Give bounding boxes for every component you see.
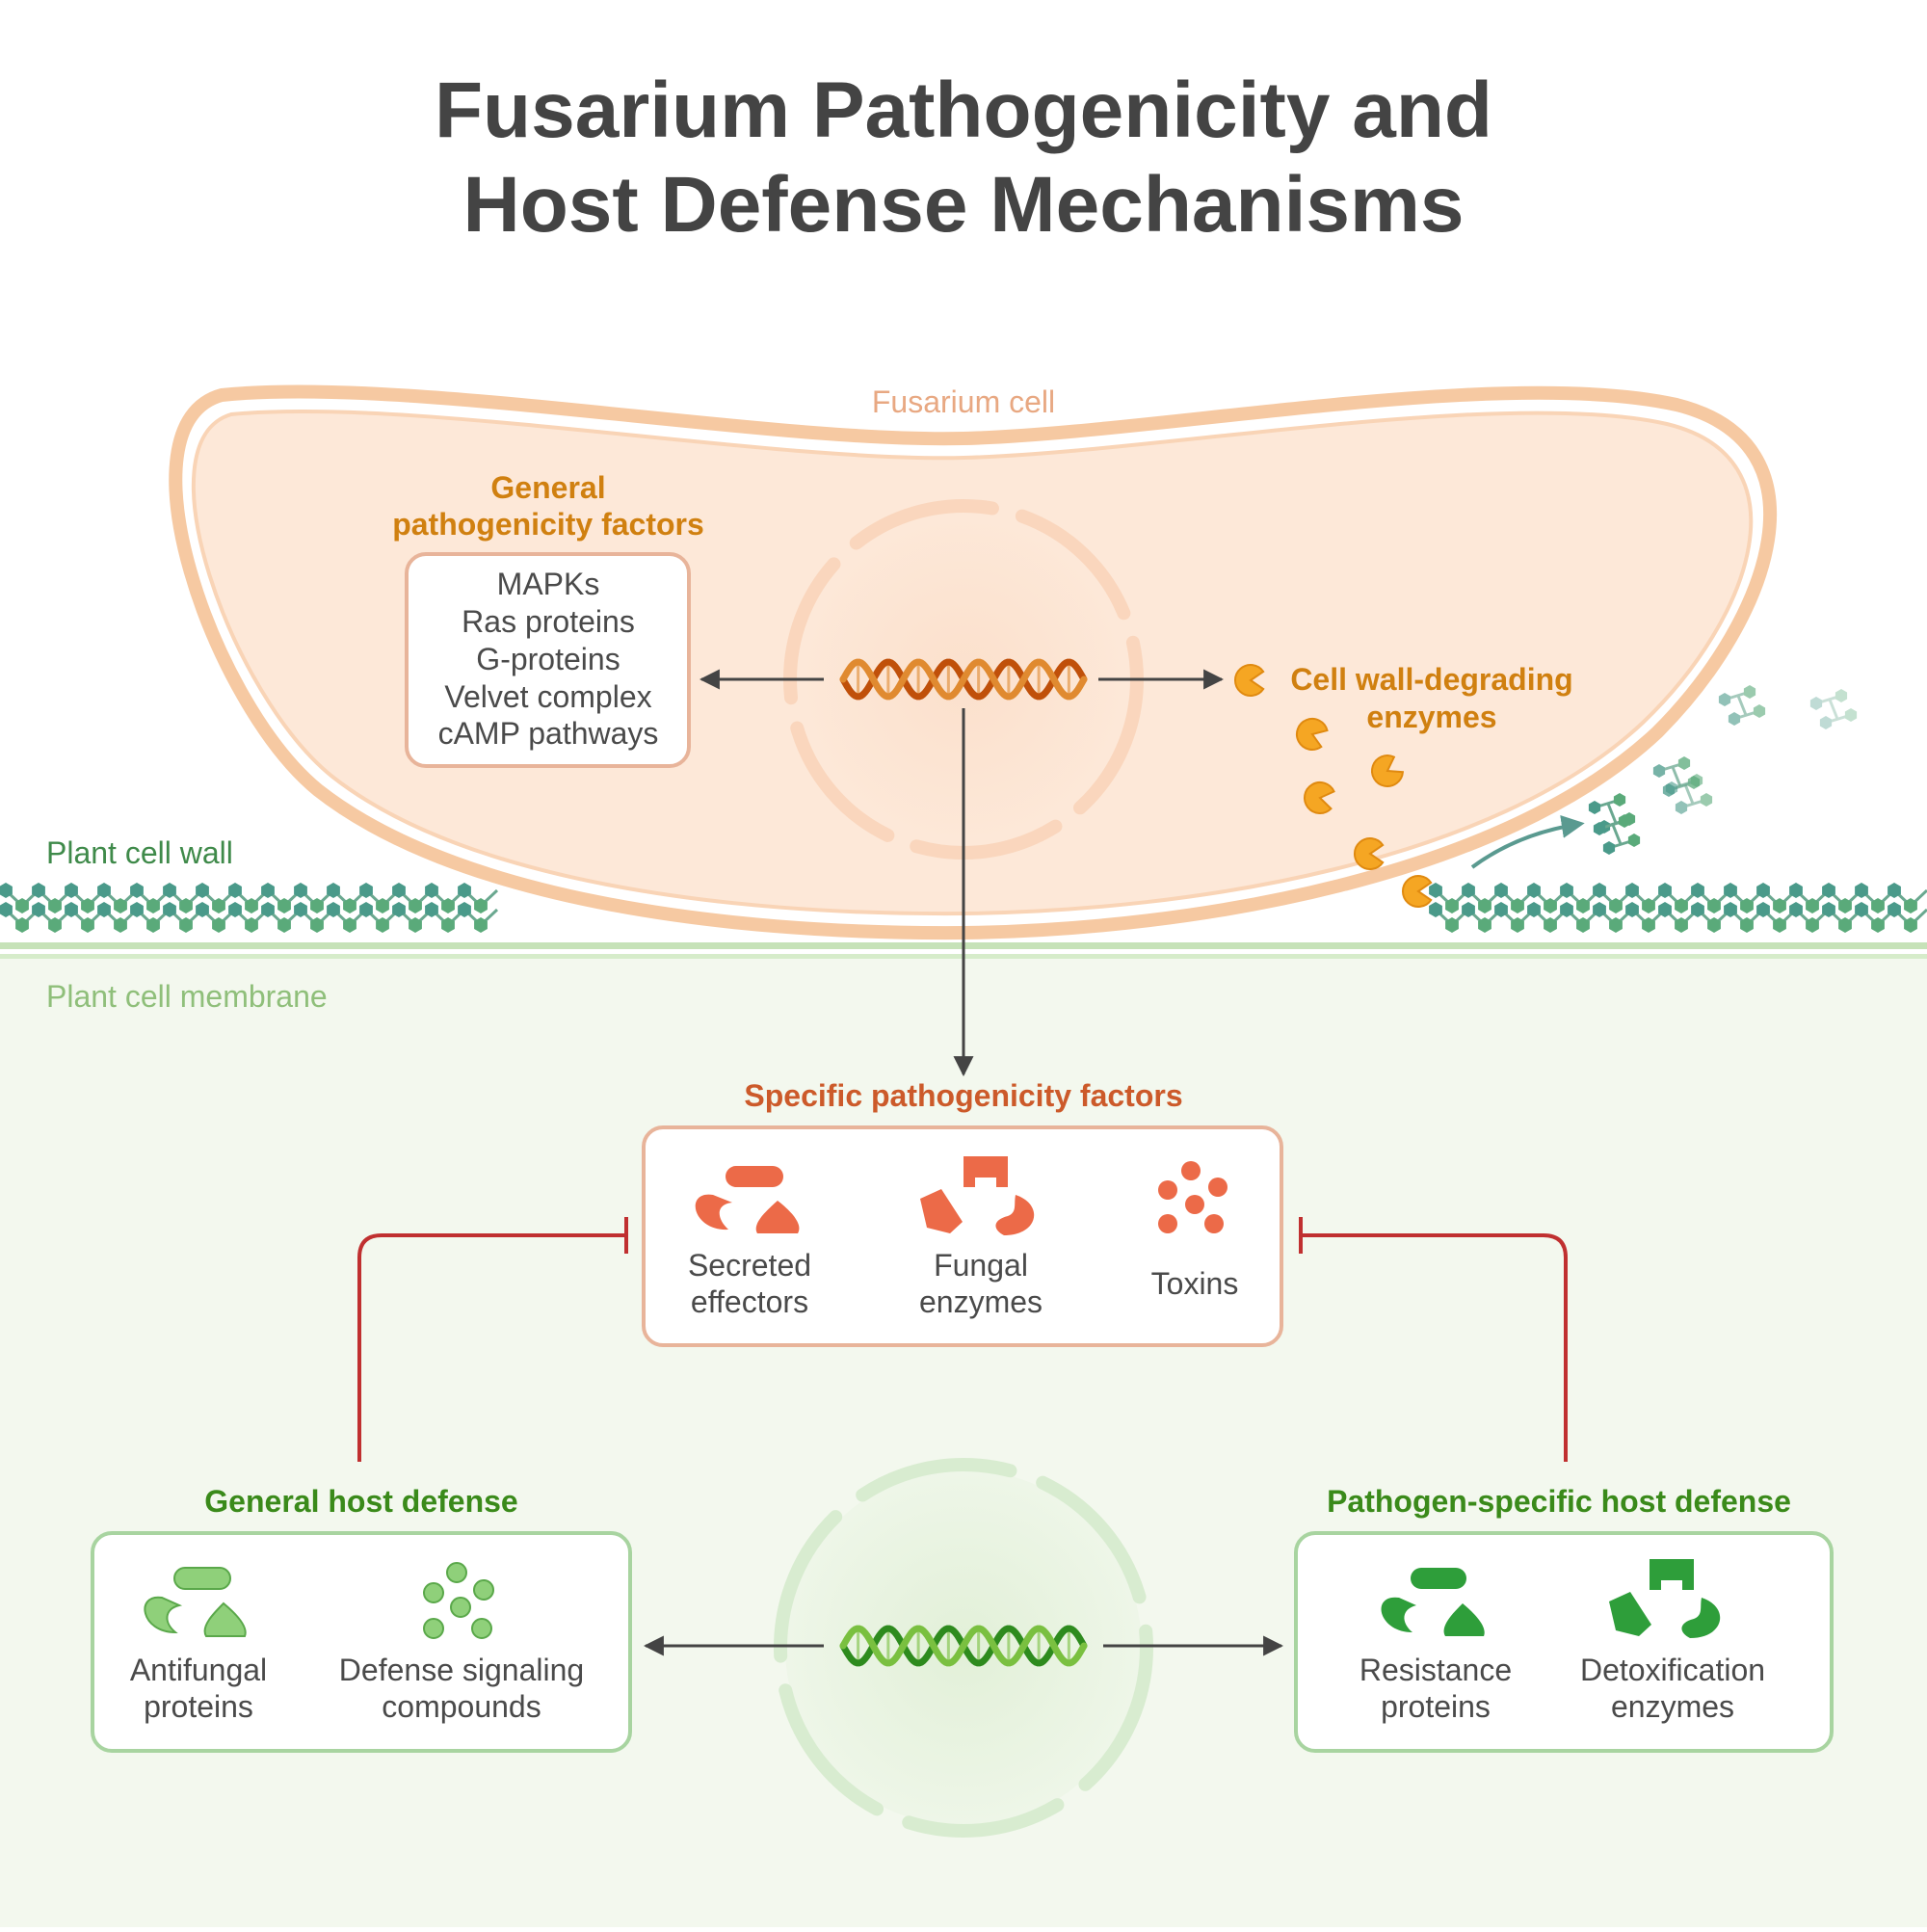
- resistance-proteins-icon: [1381, 1568, 1485, 1636]
- toxins-icon: [1158, 1161, 1227, 1233]
- plant-cell-wall-right: [1429, 883, 1927, 933]
- fungal-enzymes-icon: [920, 1156, 1035, 1235]
- antifungal-proteins-icon: [144, 1567, 247, 1637]
- antifungal-proteins-label-2: proteins: [144, 1689, 253, 1724]
- secreted-effectors-label-2: effectors: [691, 1284, 808, 1319]
- inhibition-line-specific: [1299, 1217, 1568, 1462]
- general-host-defense-box: [91, 1531, 632, 1753]
- general-pathogenicity-box: [405, 552, 691, 768]
- secreted-effectors-label-1: Secreted: [688, 1248, 811, 1283]
- pathogen-specific-defense-box: [1294, 1531, 1834, 1753]
- cell-wall-degrading-enzyme-icons: [1234, 664, 1433, 908]
- defense-signaling-compounds-icon: [423, 1562, 494, 1639]
- detoxification-enzymes-label-1: Detoxification: [1580, 1653, 1765, 1687]
- inhibition-line-general: [357, 1217, 628, 1462]
- cwde-heading-1: Cell wall-degrading: [1290, 662, 1572, 697]
- detoxification-enzymes-icon: [1609, 1559, 1721, 1638]
- gpf-item-ras-proteins: Ras proteins: [462, 604, 635, 639]
- fusarium-cell-label: Fusarium cell: [872, 384, 1055, 419]
- general-host-defense-heading: General host defense: [204, 1484, 517, 1519]
- plant-cell-wall-label: Plant cell wall: [46, 835, 233, 870]
- resistance-proteins-label-1: Resistance: [1359, 1653, 1512, 1687]
- degraded-wall-fragments-icon: [1588, 685, 1858, 855]
- gpf-item-camp-pathways: cAMP pathways: [438, 716, 659, 751]
- fungal-dna-icon: [839, 658, 1088, 701]
- defense-signaling-label-2: compounds: [382, 1689, 541, 1724]
- fusarium-cell-outer: [169, 384, 1778, 940]
- defense-signaling-label-1: Defense signaling: [339, 1653, 584, 1687]
- specific-pathogenicity-heading: Specific pathogenicity factors: [744, 1078, 1182, 1113]
- title-line-1: Fusarium Pathogenicity and: [435, 66, 1492, 154]
- plant-cell-wall-left: [0, 883, 499, 933]
- plant-cell-membrane-label: Plant cell membrane: [46, 979, 328, 1014]
- toxins-label: Toxins: [1151, 1266, 1239, 1301]
- pathogen-specific-defense-heading: Pathogen-specific host defense: [1327, 1484, 1791, 1519]
- resistance-proteins-label-2: proteins: [1381, 1689, 1491, 1724]
- specific-pathogenicity-box: [642, 1125, 1283, 1347]
- general-pathogenicity-heading-2: pathogenicity factors: [392, 507, 704, 542]
- gpf-item-mapks: MAPKs: [497, 567, 600, 601]
- general-pathogenicity-heading-1: General: [490, 470, 605, 505]
- detoxification-enzymes-label-2: enzymes: [1611, 1689, 1734, 1724]
- gpf-item-g-proteins: G-proteins: [476, 642, 620, 676]
- fungal-enzymes-label-2: enzymes: [919, 1284, 1043, 1319]
- gpf-item-velvet-complex: Velvet complex: [444, 679, 651, 714]
- secreted-effectors-icon: [695, 1166, 800, 1233]
- plant-dna-icon: [839, 1625, 1088, 1667]
- degradation-arrow: [1470, 815, 1585, 869]
- fungal-enzymes-label-1: Fungal: [934, 1248, 1028, 1283]
- antifungal-proteins-label-1: Antifungal: [130, 1653, 267, 1687]
- title-line-2: Host Defense Mechanisms: [462, 161, 1464, 249]
- cwde-heading-2: enzymes: [1366, 700, 1496, 734]
